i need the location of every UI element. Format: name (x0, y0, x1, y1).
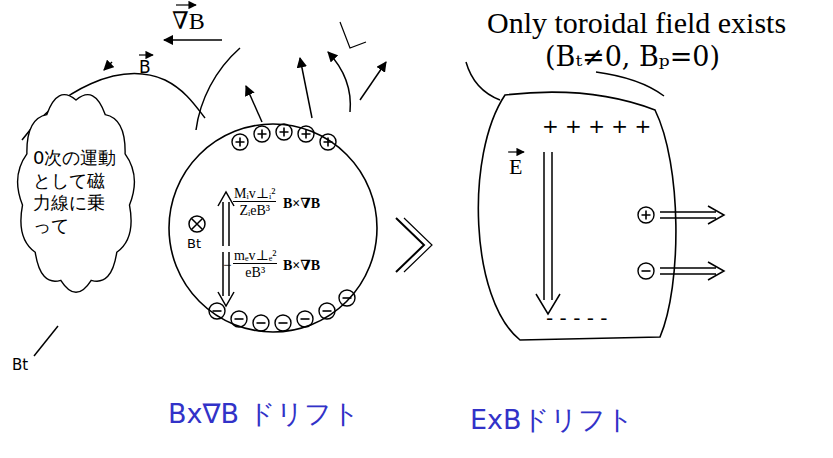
drift-caption: Bx∇B ドリフト (168, 398, 360, 430)
numerator: mₑv⊥ₑ² (233, 248, 277, 263)
minus-sign: − (223, 257, 231, 274)
formula-term-slot: B×∇B (283, 256, 320, 274)
vector-label: B (139, 58, 151, 77)
positive-charges-slot: + + + + + (542, 115, 651, 137)
field-label-slot: Bt (187, 234, 201, 252)
field-symbol: E (509, 155, 522, 179)
field-label: Bt (187, 236, 201, 251)
fraction: mₑv⊥ₑ²eB³ (233, 248, 277, 281)
denominator: eB³ (233, 263, 277, 280)
d-shaped-plasma: + + + + + E - - - - - (460, 85, 690, 350)
fraction: Mᵢv⊥ᵢ²ZᵢeB³ (233, 186, 276, 219)
vector-label-slot: B (139, 58, 151, 77)
cloud-text-slot: 0次の運動として磁力線に乗って (33, 147, 119, 237)
formula-term: B×∇B (283, 258, 320, 273)
cloud-note: 0次の運動として磁力線に乗って (14, 92, 138, 292)
field-label: Bt (12, 357, 28, 374)
field-label-slot: Bt (12, 356, 28, 374)
formula-term-slot: B×∇B (283, 194, 320, 212)
drift-caption-slot: ExBドリフト (470, 404, 634, 436)
plasma-cross-section: Mᵢv⊥ᵢ²ZᵢeB³ mₑv⊥ₑ²eB³ B×∇B − B×∇B Bt (167, 122, 379, 334)
negative-charges: - - - - - (546, 307, 608, 329)
circle-outline (167, 122, 379, 334)
vector-label-slot: ∇B (172, 8, 205, 34)
formula-term: B×∇B (283, 196, 320, 211)
drift-caption: ExBドリフト (470, 404, 634, 436)
condition-text: (Bₜ≠0, Bₚ=0) (545, 42, 720, 72)
cloud-text: 0次の運動として磁力線に乗って (33, 147, 119, 237)
denominator: ZᵢeB³ (233, 201, 276, 218)
title-text-slot: Only toroidal field exists (487, 6, 786, 39)
field-symbol-slot: E (509, 155, 522, 179)
title-text: Only toroidal field exists (487, 6, 786, 39)
minus-sign-slot: − (223, 256, 231, 274)
numerator: Mᵢv⊥ᵢ² (233, 186, 276, 201)
drift-caption-slot: Bx∇B ドリフト (168, 398, 360, 430)
negative-charges-slot: - - - - - (546, 307, 608, 329)
condition-text-slot: (Bₜ≠0, Bₚ=0) (545, 42, 720, 72)
positive-charges: + + + + + (542, 115, 651, 137)
vector-label: ∇B (172, 8, 205, 34)
